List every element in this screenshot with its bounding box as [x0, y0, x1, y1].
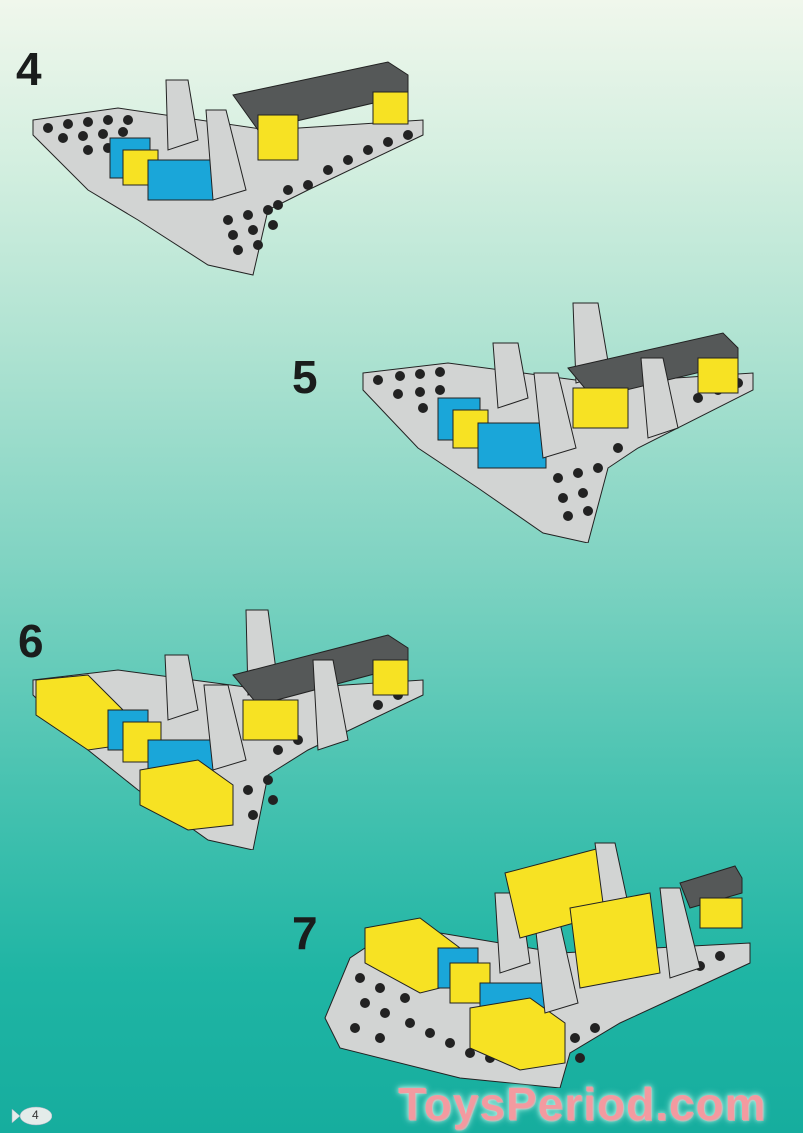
page-number-badge: 4	[10, 1105, 52, 1127]
step-number-7: 7	[292, 907, 318, 959]
step-number-6: 6	[18, 615, 44, 667]
step-4-model-illustration	[32, 61, 424, 276]
watermark-text: ToysPeriod.com	[398, 1078, 767, 1130]
step-7-model-illustration	[324, 842, 751, 1088]
fish-icon	[11, 1106, 52, 1126]
step-5-model-illustration	[362, 302, 754, 543]
step-number-5: 5	[292, 351, 318, 403]
page-number: 4	[32, 1108, 39, 1122]
step-number-4: 4	[16, 43, 42, 95]
step-6-model-illustration	[32, 609, 424, 850]
